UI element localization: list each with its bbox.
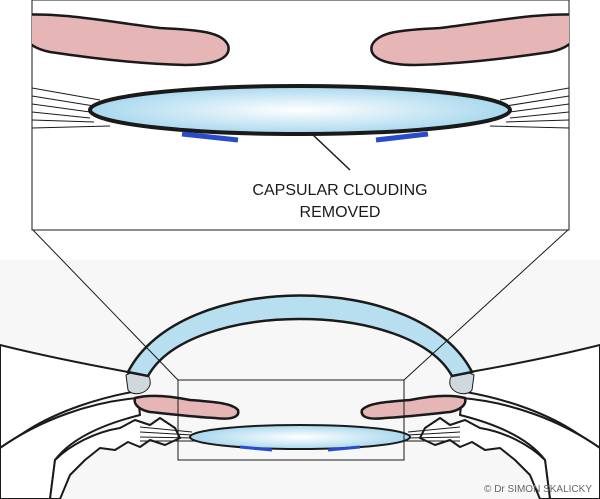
- lens-large: [88, 84, 512, 136]
- iris-left-large: [32, 13, 230, 67]
- copyright-credit: © Dr SIMON SKALICKY: [484, 484, 592, 495]
- capsule-marker-right: [375, 131, 429, 143]
- zonules-left: [32, 87, 111, 129]
- capsule-marker-left: [181, 131, 239, 143]
- capsule-marker-right-small: [327, 445, 361, 452]
- zonules-right: [489, 87, 569, 129]
- eye-overview: [0, 228, 600, 499]
- zonules-overview: [139, 426, 461, 442]
- callout-label-line2: REMOVED: [300, 204, 381, 221]
- lens-small: [189, 424, 411, 450]
- zoom-connector-left: [31, 228, 179, 381]
- cornea: [126, 294, 474, 378]
- capsule-marker-left-small: [239, 445, 273, 452]
- magnified-inset: CAPSULAR CLOUDING REMOVED: [31, 0, 570, 231]
- callout-leader: [311, 133, 351, 171]
- iris-right: [360, 394, 467, 420]
- iris-left: [133, 394, 240, 420]
- callout-label-line1: CAPSULAR CLOUDING: [252, 182, 427, 199]
- iris-right-large: [370, 13, 569, 67]
- ciliary-body-left: [49, 417, 181, 499]
- ciliary-body-right: [419, 417, 551, 499]
- zoom-connector-right: [403, 228, 570, 381]
- zoom-region-box: [177, 379, 405, 461]
